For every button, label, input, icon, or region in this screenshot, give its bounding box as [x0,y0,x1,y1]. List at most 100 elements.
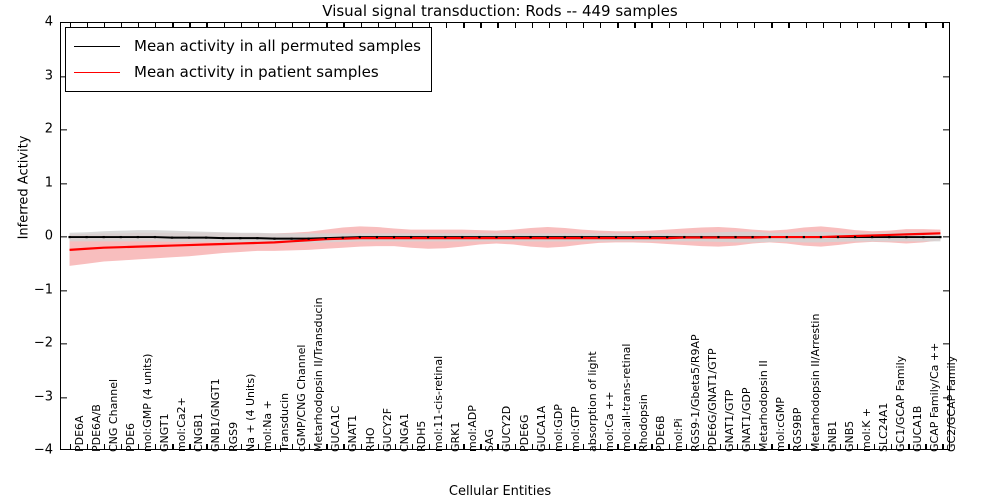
data-point-marker [819,235,823,239]
x-tick-mark-top [514,23,516,28]
x-tick-label: RDH5 [414,420,428,452]
data-point-marker [119,235,122,239]
x-tick-mark [531,444,533,449]
x-tick-label: GNAT1 [346,414,360,452]
x-tick-label: mol:Ca ++ [603,391,617,452]
data-point-marker [888,235,891,239]
x-tick-mark [737,444,739,449]
x-tick-label: GUCA1B [911,405,925,452]
y-tick-label: −3 [33,389,53,404]
x-tick-label: mol:Pi [671,418,685,452]
data-point-marker [205,236,208,239]
data-point-marker [495,235,498,239]
x-tick-label: mol:Ca2+ [175,397,189,452]
x-tick-mark [120,444,123,449]
legend-swatch-permuted-line [74,45,120,47]
x-tick-mark-top [497,23,499,28]
x-tick-mark [103,444,106,449]
x-tick-mark-top [138,23,140,28]
x-tick-label: Rhodopsin [637,394,651,452]
x-tick-label: SAG [483,428,497,452]
x-tick-label: RGS9BP [791,407,805,452]
data-point-marker [409,235,413,239]
data-point-marker [102,235,105,239]
x-tick-mark [428,444,431,449]
data-point-marker [922,235,925,239]
x-tick-label: GUCY2D [500,405,514,452]
x-tick-label: GNB5 [842,420,856,452]
y-tick-mark [61,289,67,292]
y-tick-mark-right [943,129,949,131]
x-tick-mark [651,444,653,449]
x-tick-mark-top [771,23,773,28]
data-point-marker [427,235,430,239]
data-point-marker [136,235,139,239]
y-tick-label: −2 [33,335,53,351]
data-point-marker [734,235,737,239]
data-point-marker [392,235,396,239]
x-tick-mark [942,444,944,449]
data-point-marker [717,235,720,239]
x-tick-mark-top [891,23,893,28]
y-tick-label: −4 [33,442,53,458]
chart-title: Visual signal transduction: Rods -- 449 … [322,2,678,20]
x-tick-mark [634,444,636,449]
x-tick-mark [155,444,157,449]
x-tick-mark-top [206,23,208,28]
x-tick-mark-top [274,23,277,28]
data-point-marker [68,235,71,239]
x-tick-label: mol:GTP [568,406,582,452]
x-tick-label: PDE6A [72,415,86,452]
x-tick-label: GNAT1/GDP [740,387,754,452]
x-tick-mark [326,444,328,449]
x-tick-mark-top [411,23,414,28]
data-point-marker [170,236,174,239]
x-tick-mark [908,444,910,449]
x-tick-mark [856,444,859,449]
y-tick-label: 4 [44,14,53,30]
x-tick-mark [257,444,260,449]
x-tick-mark-top [719,23,722,28]
y-tick-mark-right [943,343,949,345]
data-point-marker [222,237,225,240]
x-tick-mark [617,444,619,449]
x-tick-label: GC1/GCAP Family [894,355,908,452]
x-tick-label: GRK1 [449,421,463,452]
x-tick-mark [292,444,294,449]
x-tick-mark-top [360,23,362,28]
x-tick-mark [446,444,448,449]
data-point-marker [597,235,601,239]
legend-swatch-patient-line [74,71,120,73]
legend-entry-permuted: Mean activity in all permuted samples [74,33,421,59]
y-tick-mark [61,343,67,345]
data-point-marker [614,235,618,239]
x-tick-label: GUCY2F [380,407,394,452]
data-point-marker [375,235,379,239]
x-tick-mark-top [822,23,824,28]
x-tick-mark [240,444,242,449]
x-tick-mark-top [600,23,602,28]
x-tick-mark [668,444,670,449]
x-tick-mark [394,444,397,449]
x-tick-mark [411,444,414,449]
x-tick-mark [600,444,602,449]
x-tick-mark [223,444,225,449]
x-tick-label: PDE6A/B [89,404,103,452]
x-tick-label: Metarhodopsin II/Transducin [312,297,326,452]
x-tick-label: GC2/GCAP Family [945,355,959,452]
x-tick-mark [86,444,88,449]
x-tick-mark-top [685,23,687,28]
x-tick-mark [377,444,379,449]
y-tick-mark [61,129,67,131]
legend-label-patient: Mean activity in patient samples [134,63,379,81]
data-point-marker [290,237,293,240]
x-tick-label: PDE6 [123,422,137,452]
x-tick-label: mol:GDP [551,404,565,452]
data-point-marker [85,235,88,239]
x-tick-mark-top [754,23,756,28]
x-tick-mark [771,444,773,449]
x-tick-mark [206,444,208,449]
x-tick-mark-top [463,23,465,28]
x-tick-mark-top [856,23,859,28]
data-point-marker [546,235,549,239]
